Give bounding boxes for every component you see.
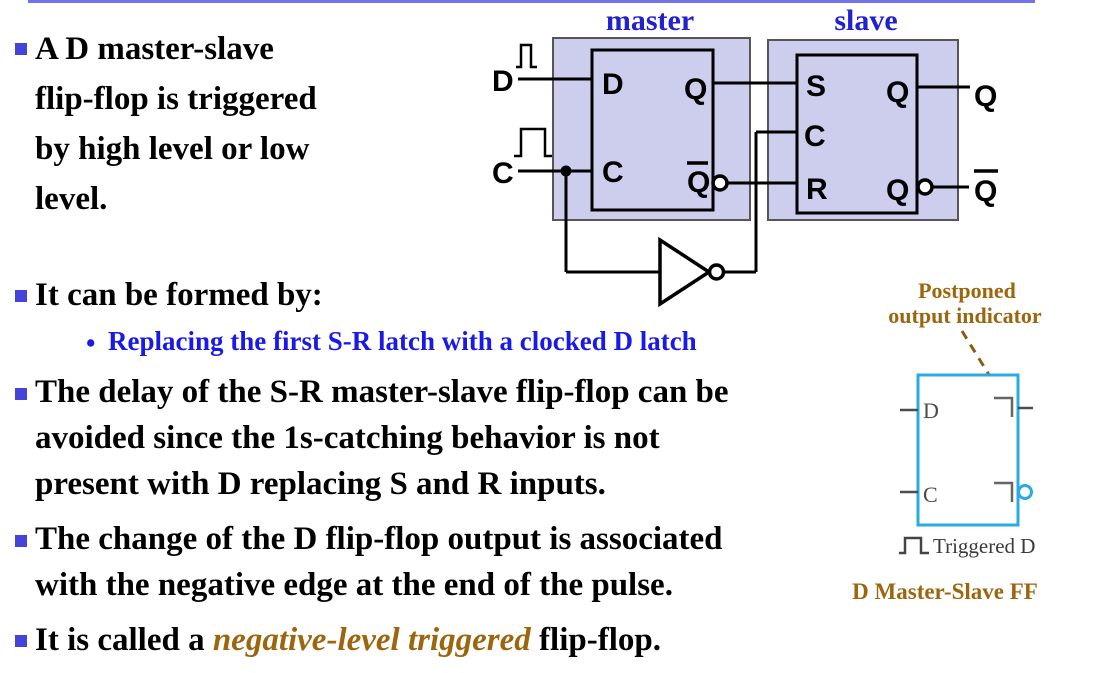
slave-label: slave: [834, 4, 897, 37]
bullet-text-4: The change of the D flip-flop output is …: [35, 521, 723, 603]
trigger-pulse-icon: [899, 536, 929, 555]
postponed-output-indicator-top-icon: [994, 396, 1014, 417]
wide-pulse-icon: [514, 127, 552, 158]
bullet-text-3: The delay of the S-R master-slave flip-f…: [35, 374, 729, 502]
slave-c-label: C: [804, 120, 826, 153]
bullet-5-italic: negative-level triggered: [212, 622, 531, 658]
ff-c-label: C: [923, 482, 938, 507]
master-label: master: [606, 4, 694, 37]
bullet-square: [15, 290, 27, 302]
external-d-label: D: [492, 65, 514, 98]
slave-qbar-bubble-icon: [916, 178, 934, 196]
master-latch-box: [590, 48, 715, 212]
slave-r-label: R: [806, 173, 828, 206]
wires: [518, 77, 970, 274]
bullet-5-suffix: flip-flop.: [530, 622, 661, 658]
external-qbar-label: Q: [974, 175, 997, 208]
postponed-annotation-line1: Postponed: [918, 278, 1016, 303]
slave-q-top-label: Q: [886, 76, 909, 109]
bullet-square: [15, 535, 27, 547]
bullet-text-1: A D master-slave flip-flop is triggered …: [35, 31, 317, 217]
not-gate-bubble-icon: [707, 263, 726, 281]
master-q-label: Q: [684, 73, 707, 106]
postponed-output-indicator-bottom-icon: [994, 481, 1014, 502]
ff-symbol-box: [916, 373, 1020, 527]
slave-latch-box: [795, 53, 919, 215]
ff-caption: Triggered D: [933, 534, 1035, 558]
bullet-square: [15, 388, 27, 400]
sub-bullet-text: Replacing the first S-R latch with a clo…: [108, 326, 697, 356]
sub-bullet-dot: •: [86, 328, 96, 358]
ff-d-label: D: [923, 398, 939, 423]
not-gate-icon: [658, 236, 713, 308]
d-master-slave-ff-symbol: Postponed output indicator D C Triggered…: [852, 278, 1042, 604]
bullet-text-2: It can be formed by:: [35, 277, 323, 313]
annotation-arrow-line: [960, 330, 993, 379]
external-q-label: Q: [974, 80, 997, 113]
postponed-annotation-line2: output indicator: [888, 303, 1042, 328]
master-c-label: C: [602, 156, 624, 189]
slave-s-label: S: [806, 70, 826, 103]
narrow-pulse-icon: [516, 43, 537, 69]
bullet-square: [15, 43, 27, 55]
master-d-label: D: [602, 68, 624, 101]
qbar-bubble-icon: [1017, 484, 1033, 500]
master-qbar-bubble-icon: [711, 174, 729, 192]
master-qbar-label: Q: [687, 166, 710, 199]
external-c-label: C: [492, 157, 514, 190]
slave-q-bottom-label: Q: [886, 174, 909, 207]
junction-dot: [560, 165, 572, 177]
top-divider-rule: [28, 0, 1035, 3]
master-slave-circuit-diagram: master slave D C D Q C Q S C R Q Q Q Q: [492, 4, 998, 308]
bullet-text-5: It is called a negative-level triggered …: [35, 616, 935, 664]
ff-title: D Master-Slave FF: [852, 579, 1038, 604]
bullet-5-prefix: It is called a: [35, 622, 213, 658]
bullet-square: [15, 635, 27, 647]
